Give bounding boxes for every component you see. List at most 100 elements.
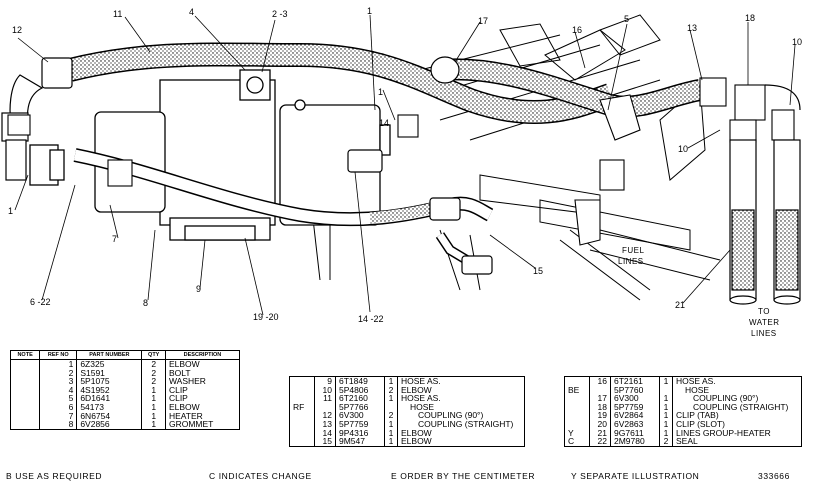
leader-lines (14, 14, 796, 316)
footer-legend: B USE AS REQUIRED C INDICATES CHANGE E O… (6, 471, 814, 483)
part-cell: 6V2856 (76, 420, 143, 430)
water-lines-note: LINES (751, 329, 777, 338)
part-cell: 6V2863 (610, 420, 660, 429)
note-cell (9, 359, 41, 369)
ref-cell: 18 (589, 403, 611, 412)
ref-cell: 16 (589, 376, 611, 386)
note-cell (289, 428, 315, 438)
part-cell: 5P7760 (610, 385, 660, 395)
qty-cell: 1 (384, 420, 398, 429)
part-cell: 2M9780 (610, 437, 660, 447)
note-cell (9, 385, 41, 395)
ref-cell: 11 (314, 394, 336, 403)
desc-cell: COUPLING (90°) (397, 411, 525, 420)
ref-cell: 7 (39, 411, 78, 421)
note-cell (564, 419, 590, 429)
qty-cell: 1 (384, 394, 398, 403)
second-hose (430, 56, 703, 118)
callout: 5 (624, 14, 629, 24)
callout: 10 (678, 144, 688, 154)
note-cell (564, 411, 590, 420)
part-cell: 5P7766 (335, 403, 385, 412)
qty-cell (659, 385, 673, 395)
part-cell: 5P4806 (335, 385, 385, 395)
note-cell (9, 394, 41, 403)
desc-cell: GROMMET (164, 420, 241, 430)
note-cell (289, 437, 315, 447)
desc-cell: COUPLING (STRAIGHT) (397, 420, 525, 429)
note-cell (564, 402, 590, 412)
ref-cell: 9 (314, 376, 336, 386)
desc-cell: HOSE AS. (397, 376, 525, 386)
desc-cell: CLIP (TAB) (672, 411, 802, 420)
qty-cell: 1 (659, 420, 673, 429)
legend-e: E ORDER BY THE CENTIMETER (391, 471, 536, 481)
note-cell: Y (564, 428, 590, 438)
callout: 15 (533, 266, 543, 276)
legend-y: Y SEPARATE ILLUSTRATION (571, 471, 700, 481)
desc-cell: COUPLING (STRAIGHT) (672, 403, 802, 412)
desc-cell: ELBOW (397, 428, 525, 438)
qty-cell: 1 (141, 411, 166, 421)
ref-cell: 2 (39, 368, 78, 378)
callout: 11 (113, 9, 122, 19)
ref-cell: 20 (589, 420, 611, 429)
callout: 4 (189, 7, 194, 17)
ref-cell: 12 (314, 411, 336, 420)
callout: 14 -22 (358, 314, 384, 324)
fittings (7, 77, 795, 246)
illustration-number: 333666 (758, 471, 790, 481)
callout: 10 (792, 37, 802, 47)
callout: 17 (478, 16, 488, 26)
part-cell: 9G7611 (610, 428, 660, 438)
ref-cell: 3 (39, 377, 78, 386)
upper-hose (1, 42, 614, 181)
note-cell (564, 376, 590, 386)
desc-cell: ELBOW (164, 359, 241, 369)
note-cell (289, 376, 315, 386)
qty-cell: 1 (141, 403, 166, 412)
note-cell (289, 385, 315, 395)
callout: 19 -20 (253, 312, 279, 322)
qty-cell: 1 (659, 411, 673, 420)
ref-cell: 5 (39, 394, 78, 403)
part-cell: 9P4316 (335, 428, 385, 438)
note-cell (9, 411, 41, 421)
desc-cell: ELBOW (164, 403, 241, 412)
part-cell: 6V300 (610, 394, 660, 403)
desc-cell: ELBOW (397, 385, 525, 395)
legend-c: C INDICATES CHANGE (209, 471, 312, 481)
ref-cell: 1 (39, 359, 78, 369)
fuel-lines-note: FUEL (622, 246, 645, 255)
qty-cell: 2 (141, 359, 166, 369)
note-cell (9, 420, 41, 430)
water-lines-note: WATER (749, 318, 780, 327)
callout: 2 -3 (272, 9, 288, 19)
callout: 13 (687, 23, 697, 33)
part-cell: 6T1849 (335, 376, 385, 386)
diagram-notes: FUEL LINES TO WATER LINES (618, 246, 780, 338)
callout: 12 (12, 25, 22, 35)
desc-cell: HEATER (164, 411, 241, 421)
column-header: REF NO (39, 350, 78, 360)
ref-cell: 17 (589, 394, 611, 403)
qty-cell: 1 (141, 420, 166, 430)
note-cell: C (564, 437, 590, 447)
callout: 1 (8, 206, 13, 216)
callout-labels: 11 4 2 -3 1 17 16 5 13 18 10 12 1 14 10 … (8, 6, 802, 324)
qty-cell: 1 (659, 376, 673, 386)
ref-cell: 13 (314, 420, 336, 429)
part-cell: 5P7759 (335, 420, 385, 429)
